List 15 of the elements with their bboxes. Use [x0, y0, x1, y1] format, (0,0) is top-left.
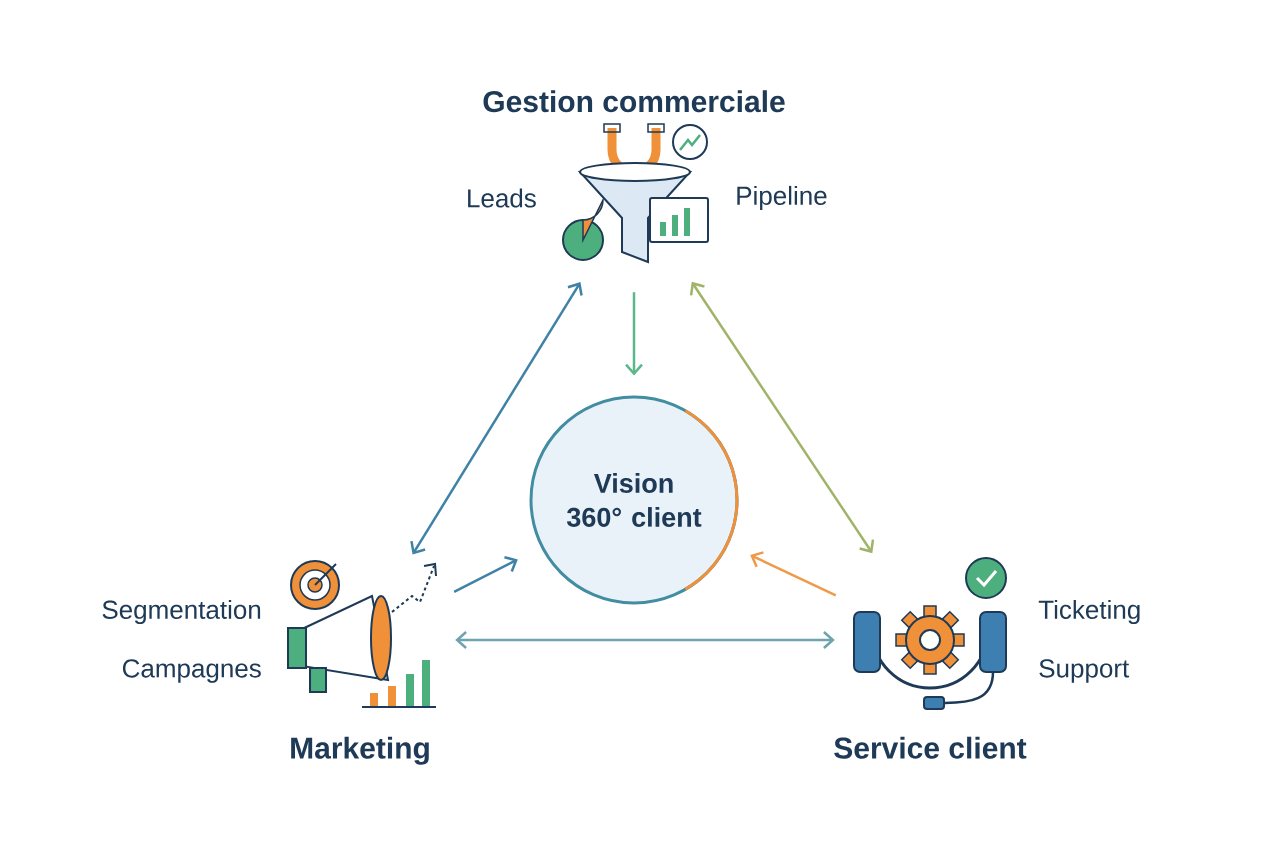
item-label: Support	[1039, 659, 1130, 683]
item-label: Ticketing	[1038, 599, 1140, 625]
section-heading: Marketing	[291, 736, 429, 765]
item-label: Segmentation	[102, 599, 261, 625]
arrow	[453, 556, 518, 594]
section-heading: Gestion commerciale	[483, 90, 785, 113]
arrow	[625, 292, 643, 376]
section-heading: Service client	[834, 736, 1027, 759]
arrow	[689, 281, 875, 554]
arrow	[410, 282, 583, 555]
item-label: Campagnes	[122, 659, 261, 683]
item-label: Pipeline	[737, 185, 827, 211]
arrow	[750, 551, 837, 597]
item-label: Leads	[468, 188, 536, 208]
arrow	[455, 631, 835, 649]
